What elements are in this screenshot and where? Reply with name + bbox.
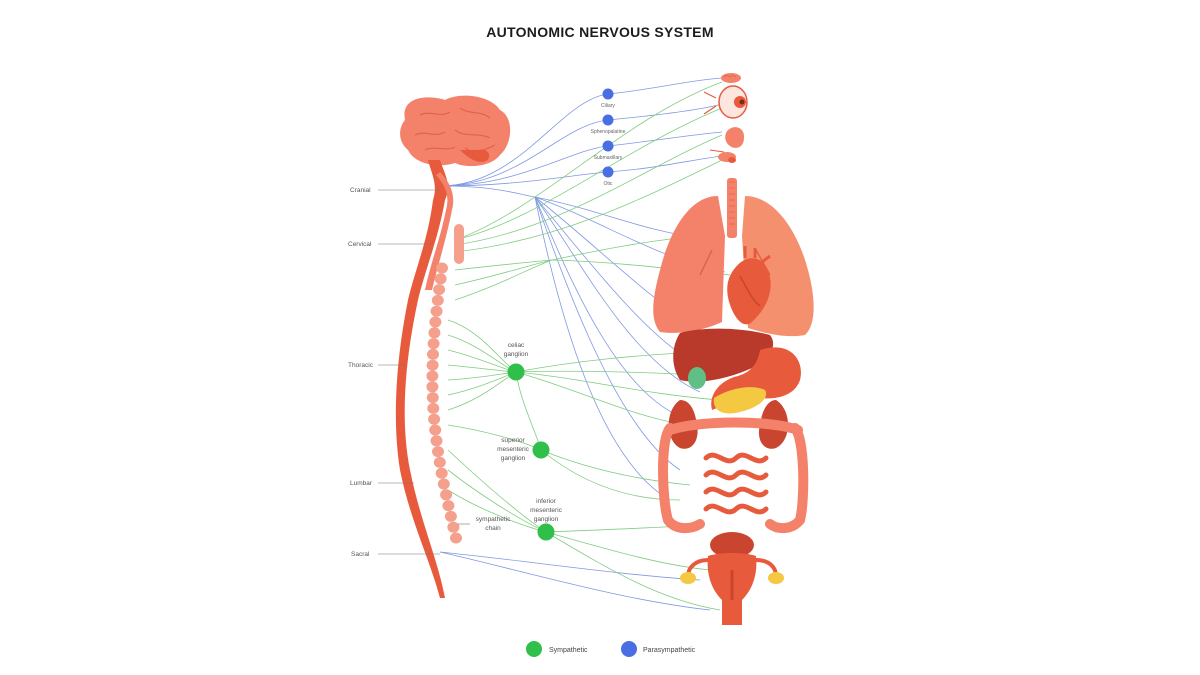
legend-sympathetic-swatch	[526, 641, 542, 657]
chain-ganglion	[428, 338, 440, 349]
ciliary-label: Ciliary	[601, 103, 615, 109]
lacrimal-gland-icon	[721, 73, 741, 83]
chain-ganglion	[432, 295, 444, 306]
chain-ganglion	[431, 306, 443, 317]
chain-ganglion	[440, 489, 452, 500]
sympathetic-chain-label-line1: sympathetic	[476, 516, 511, 523]
chain-ganglion	[429, 425, 441, 436]
spinal-cord-icon	[396, 160, 453, 598]
chain-ganglion	[435, 273, 447, 284]
chain-ganglion	[427, 392, 439, 403]
chain-ganglion	[433, 284, 445, 295]
img-label-3: ganglion	[534, 516, 559, 523]
legend-parasympathetic-label: Parasympathetic	[643, 647, 696, 654]
legend-parasympathetic-swatch	[621, 641, 637, 657]
cervical-ganglion-bar	[454, 224, 464, 264]
img-label-1: inferior	[536, 498, 557, 505]
brain-icon	[400, 96, 510, 166]
uterus-icon	[680, 553, 784, 625]
chain-ganglion	[436, 468, 448, 479]
celiac-label-1: celiac	[508, 342, 525, 349]
chain-ganglion	[445, 511, 457, 522]
img-label-2: mesenteric	[530, 507, 563, 514]
chain-ganglion	[431, 435, 443, 446]
chain-ganglion	[427, 360, 439, 371]
chain-ganglion	[450, 533, 462, 544]
chain-ganglion	[438, 479, 450, 490]
otic-label: Otic	[604, 181, 613, 187]
sphenopalatine-label: Sphenopalatine	[591, 129, 626, 135]
inferior-mesenteric-ganglion: inferior mesenteric ganglion	[530, 498, 563, 541]
chain-ganglion	[426, 371, 438, 382]
smg-label-2: mesenteric	[497, 446, 530, 453]
sympathetic-chain-label-line2: chain	[485, 525, 501, 532]
chain-ganglion	[447, 522, 459, 533]
chain-ganglion	[426, 381, 438, 392]
chain-ganglion	[434, 457, 446, 468]
chain-ganglion	[436, 263, 448, 274]
superior-mesenteric-ganglion: superior mesenteric ganglion	[497, 437, 549, 462]
region-label-lumbar: Lumbar	[350, 480, 373, 487]
sympathetic-chain-label: sympathetic chain	[458, 516, 511, 532]
smg-label-1: superior	[501, 437, 525, 444]
chain-ganglion	[432, 446, 444, 457]
smg-label-3: ganglion	[501, 455, 526, 462]
region-label-cervical: Cervical	[348, 241, 372, 248]
legend: Sympathetic Parasympathetic	[526, 641, 696, 657]
region-label-cranial: Cranial	[350, 187, 371, 194]
chain-ganglion	[442, 500, 454, 511]
chain-ganglion	[428, 327, 440, 338]
chain-ganglion	[427, 403, 439, 414]
submaxillary-label: Submaxillary	[594, 155, 623, 161]
chain-ganglion	[428, 414, 440, 425]
region-label-thoracic: Thoracic	[348, 362, 374, 369]
celiac-label-2: ganglion	[504, 351, 529, 358]
region-label-sacral: Sacral	[351, 551, 370, 558]
gallbladder-icon	[688, 367, 706, 389]
chain-ganglion	[427, 349, 439, 360]
legend-sympathetic-label: Sympathetic	[549, 647, 588, 654]
sympathetic-chain	[426, 263, 462, 544]
chain-ganglion	[429, 317, 441, 328]
